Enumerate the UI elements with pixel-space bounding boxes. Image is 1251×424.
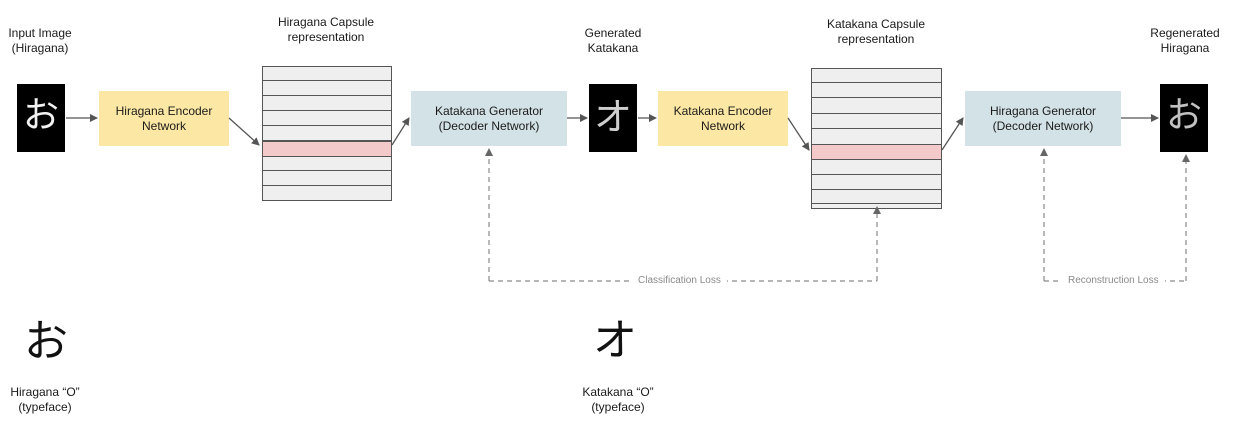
hiragana-generator-box: Hiragana Generator (Decoder Network) bbox=[965, 91, 1121, 146]
katakana-capsule-stack bbox=[811, 68, 942, 209]
regenerated-hiragana-image: お bbox=[1160, 84, 1208, 152]
hiragana-capsule-stack bbox=[262, 66, 392, 201]
katakana-encoder-box: Katakana Encoder Network bbox=[658, 91, 788, 146]
arrow-encoder-to-capsule bbox=[228, 117, 260, 146]
generated-katakana-image: オ bbox=[589, 84, 637, 152]
regenerated-hiragana-label: Regenerated Hiragana bbox=[1150, 26, 1220, 55]
hiragana-capsule-label: Hiragana Capsule representation bbox=[277, 15, 375, 44]
capsule-row bbox=[263, 185, 391, 186]
regenerated-hiragana-glyph: お bbox=[1165, 95, 1202, 136]
reconstruction-loss-label: Reconstruction Loss bbox=[1062, 275, 1165, 287]
input-image-label: Input Image (Hiragana) bbox=[8, 26, 72, 55]
capsule-row bbox=[812, 189, 941, 190]
generated-katakana-label: Generated Katakana bbox=[584, 26, 642, 55]
capsule-row bbox=[812, 113, 941, 114]
capsule-row bbox=[263, 110, 391, 111]
capsule-row bbox=[812, 82, 941, 83]
capsule-highlight-row bbox=[812, 144, 941, 160]
arrow-capsule-to-katakana-generator bbox=[391, 117, 410, 146]
arrow-katakana-encoder-to-capsule bbox=[787, 117, 810, 151]
hiragana-encoder-box: Hiragana Encoder Network bbox=[99, 91, 229, 146]
capsule-row bbox=[812, 174, 941, 175]
katakana-generator-box: Katakana Generator (Decoder Network) bbox=[411, 91, 567, 146]
capsule-row bbox=[263, 125, 391, 126]
capsule-row bbox=[263, 80, 391, 81]
arrow-capsule-to-hiragana-generator bbox=[941, 117, 964, 151]
capsule-highlight-row bbox=[263, 141, 391, 157]
katakana-typeface-label: Katakana “O” (typeface) bbox=[582, 385, 654, 414]
hiragana-typeface-label: Hiragana “O” (typeface) bbox=[10, 385, 80, 414]
capsule-row bbox=[812, 97, 941, 98]
katakana-typeface-glyph: オ bbox=[593, 315, 637, 366]
hiragana-typeface-glyph: お bbox=[24, 316, 68, 367]
input-hiragana-image: お bbox=[17, 84, 65, 152]
capsule-row bbox=[263, 95, 391, 96]
capsule-row bbox=[812, 128, 941, 129]
capsule-row bbox=[263, 170, 391, 171]
katakana-capsule-label: Katakana Capsule representation bbox=[826, 17, 926, 46]
classification-loss-label: Classification Loss bbox=[632, 275, 727, 287]
input-hiragana-glyph: お bbox=[22, 95, 59, 136]
capsule-row bbox=[263, 140, 391, 141]
capsule-row bbox=[812, 203, 941, 204]
generated-katakana-glyph: オ bbox=[593, 95, 632, 139]
